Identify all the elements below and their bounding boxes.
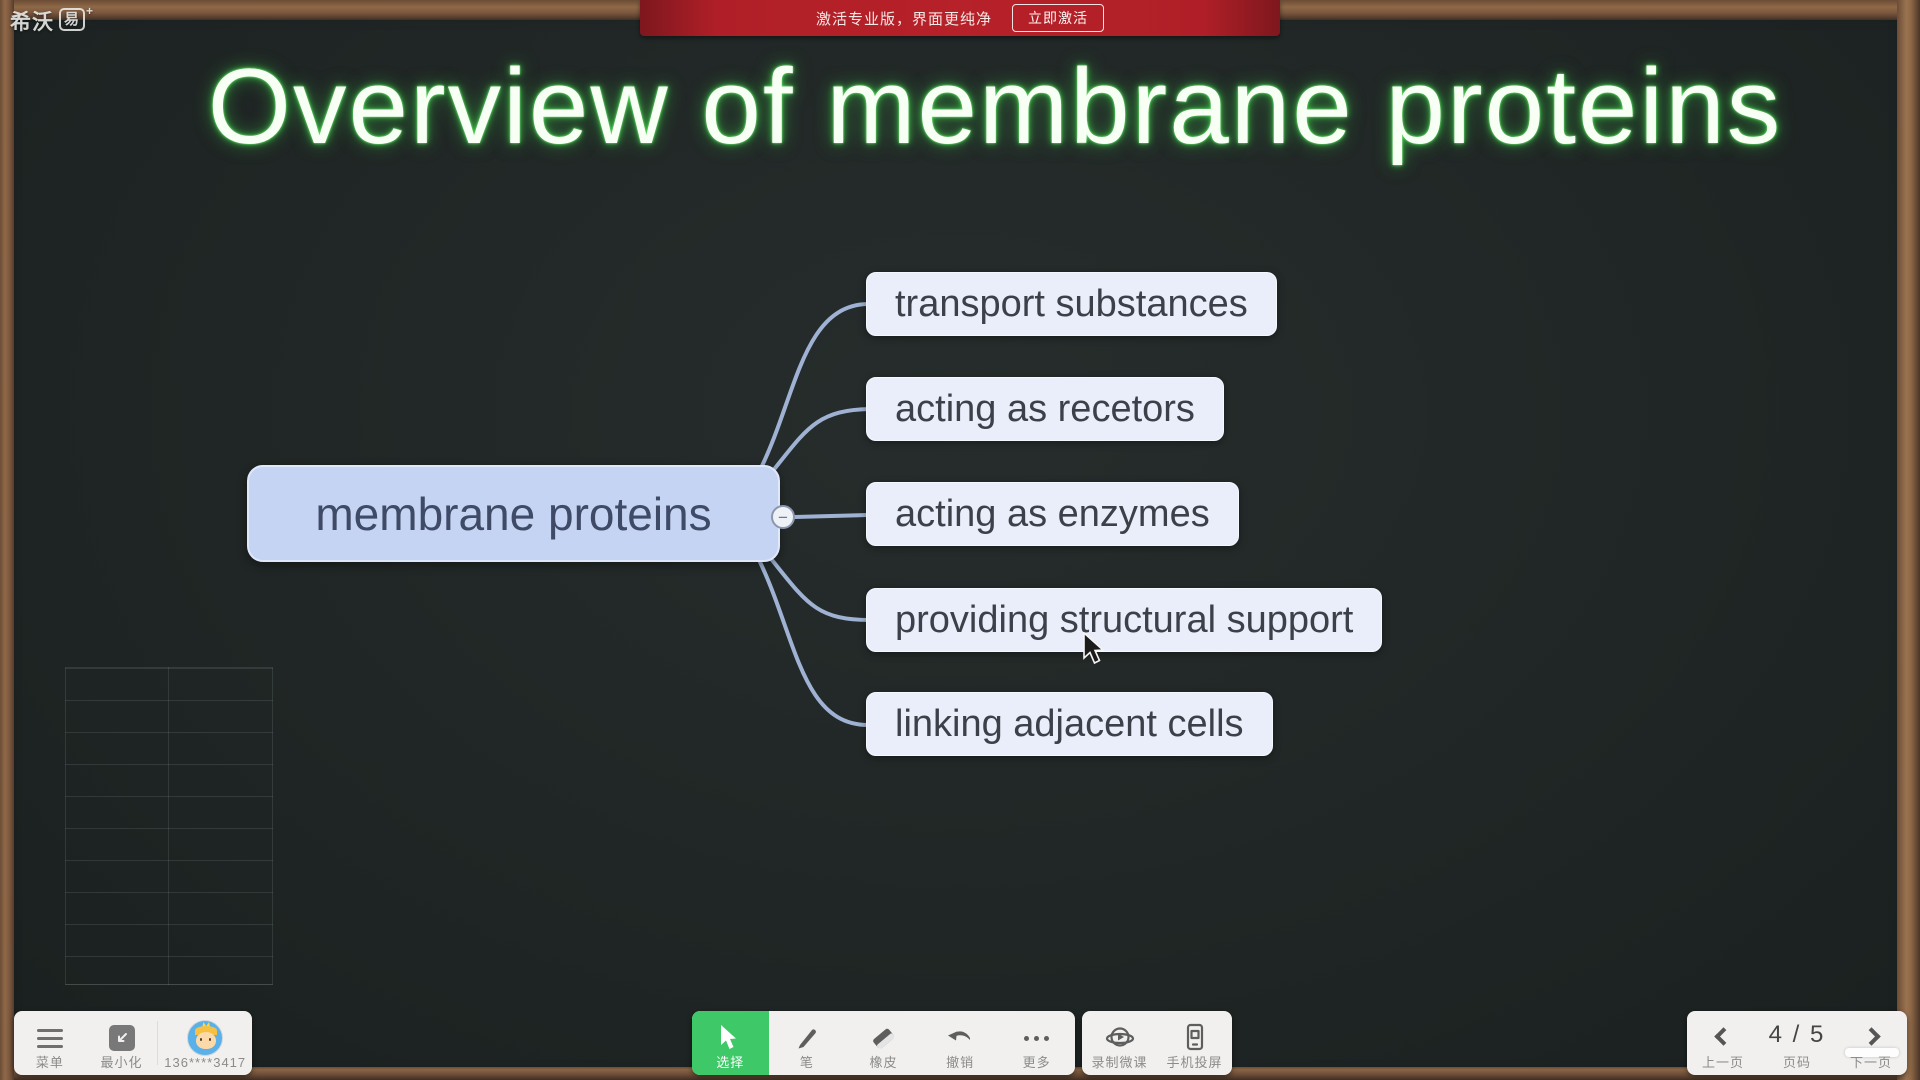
more-tools-button[interactable]: 更多 [998, 1011, 1075, 1075]
undo-button[interactable]: 撤销 [922, 1011, 999, 1075]
toolbar-divider [157, 1021, 159, 1065]
chevron-left-icon [1713, 1027, 1733, 1046]
connector-branch-4 [766, 553, 872, 622]
account-label: 136****3417 [164, 1055, 247, 1070]
undo-arrow-icon [946, 1021, 974, 1055]
previous-page-button[interactable]: 上一页 [1687, 1011, 1759, 1075]
select-tool-label: 选择 [716, 1055, 745, 1070]
avatar [187, 1020, 224, 1056]
connector-branch-2 [766, 407, 872, 479]
more-dots-icon [1024, 1021, 1050, 1055]
eraser-tool-label: 橡皮 [869, 1055, 898, 1070]
wood-frame-right [1897, 0, 1920, 1080]
slide-title: Overview of membrane proteins [207, 46, 1783, 166]
record-lesson-button[interactable]: 录制微课 [1082, 1011, 1157, 1075]
activate-now-button[interactable]: 立即激活 [1012, 4, 1104, 32]
connector-branch-3 [793, 513, 870, 519]
next-page-highlight [1845, 1048, 1899, 1057]
mouse-cursor-icon [1083, 632, 1105, 665]
previous-page-label: 上一页 [1701, 1055, 1744, 1070]
mindmap-child-node[interactable]: acting as recetors [866, 377, 1224, 441]
toolbar-tools-panel: 选择 笔 橡皮 [692, 1011, 1075, 1075]
seewo-logo: 希沃 易 + [10, 4, 95, 36]
logo-plus: + [86, 4, 95, 18]
connector-branch-1 [758, 302, 870, 472]
pen-tool-button[interactable]: 笔 [769, 1011, 846, 1075]
menu-button[interactable]: 菜单 [14, 1011, 86, 1075]
chevron-right-icon [1861, 1027, 1881, 1046]
mindmap-child-node[interactable]: linking adjacent cells [866, 692, 1273, 756]
collapse-branch-button[interactable]: − [771, 505, 795, 529]
page-number-value: 4 / 5 [1768, 1021, 1826, 1048]
next-page-button[interactable]: 下一页 [1835, 1011, 1907, 1075]
menu-label: 菜单 [35, 1055, 64, 1070]
minimize-button[interactable]: 最小化 [86, 1011, 158, 1075]
page-number-label: 页码 [1782, 1055, 1811, 1070]
eraser-tool-button[interactable]: 橡皮 [845, 1011, 922, 1075]
logo-brand-text: 希沃 [10, 11, 54, 34]
toolbar-capture-panel: 录制微课 手机投屏 [1082, 1011, 1232, 1075]
record-lesson-label: 录制微课 [1091, 1055, 1148, 1070]
logo-badge: 易 [59, 8, 86, 31]
more-tools-label: 更多 [1022, 1055, 1051, 1070]
page-number-button[interactable]: 4 / 5 页码 [1759, 1011, 1835, 1075]
select-tool-button[interactable]: 选择 [692, 1011, 769, 1075]
phone-cast-label: 手机投屏 [1166, 1055, 1223, 1070]
mindmap-child-node[interactable]: acting as enzymes [866, 482, 1239, 546]
pen-tool-label: 笔 [799, 1055, 814, 1070]
mindmap-child-node[interactable]: transport substances [866, 272, 1277, 336]
connector-branch-5 [758, 560, 870, 727]
chalk-table-grid [65, 667, 273, 985]
account-button[interactable]: 136****3417 [158, 1011, 252, 1075]
page-navigation-panel: 上一页 4 / 5 页码 下一页 [1687, 1011, 1907, 1075]
record-lesson-icon [1105, 1021, 1135, 1055]
wood-frame-left [0, 0, 14, 1080]
menu-icon [36, 1021, 63, 1055]
next-page-label: 下一页 [1849, 1055, 1892, 1070]
undo-label: 撤销 [946, 1055, 975, 1070]
minimize-label: 最小化 [100, 1055, 143, 1070]
eraser-icon [869, 1021, 897, 1055]
select-cursor-icon [719, 1021, 741, 1055]
phone-cast-button[interactable]: 手机投屏 [1157, 1011, 1232, 1075]
mindmap-child-node[interactable]: providing structural support [866, 588, 1383, 652]
phone-cast-icon [1184, 1021, 1206, 1055]
activation-banner: 激活专业版，界面更纯净 立即激活 [640, 0, 1280, 36]
minimize-icon [108, 1021, 135, 1055]
mindmap-root-node[interactable]: membrane proteins [247, 465, 780, 562]
activation-message: 激活专业版，界面更纯净 [815, 10, 992, 28]
toolbar-left-panel: 菜单 最小化 136****3417 [14, 1011, 252, 1075]
pen-icon [794, 1021, 820, 1055]
